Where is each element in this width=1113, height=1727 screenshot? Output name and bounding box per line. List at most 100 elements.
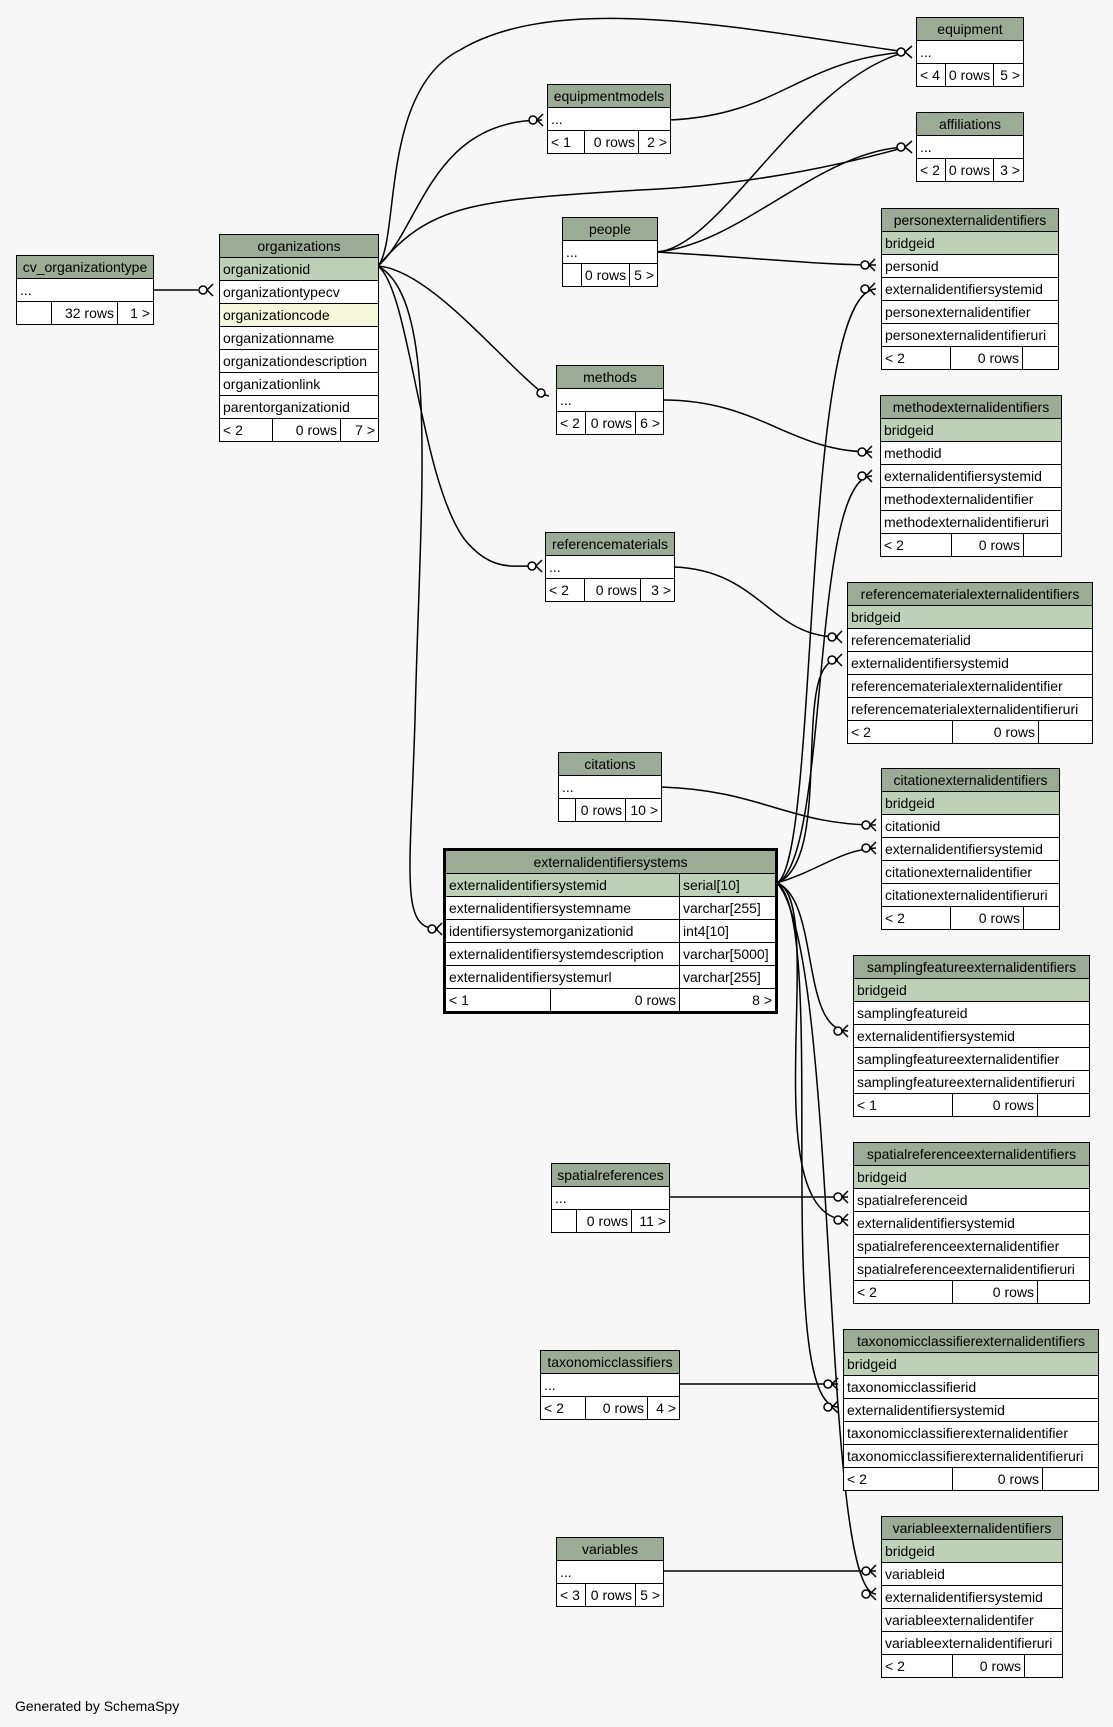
column-row: ... — [917, 41, 1023, 64]
table-footer: < 2 0 rows — [848, 721, 1092, 743]
table-header[interactable]: variables — [557, 1538, 663, 1561]
table-methods[interactable]: methods ... < 2 0 rows 6 > — [556, 365, 664, 435]
table-header[interactable]: taxonomicclassifiers — [541, 1351, 679, 1374]
table-organizations[interactable]: organizations organizationid organizatio… — [219, 234, 379, 442]
column-row: organizationid — [220, 258, 378, 281]
table-referencematerialexternalidentifiers[interactable]: referencematerialexternalidentifiers bri… — [847, 582, 1093, 744]
table-header[interactable]: equipment — [917, 18, 1023, 41]
column-row: ... — [559, 776, 661, 799]
table-cv-organizationtype[interactable]: cv_organizationtype ... 32 rows 1 > — [16, 255, 154, 325]
column-row: externalidentifiersystemid — [882, 278, 1058, 301]
table-header[interactable]: methods — [557, 366, 663, 389]
table-header[interactable]: affiliations — [917, 113, 1023, 136]
column-row: externalidentifiersystemid — [882, 838, 1059, 861]
column-row: ... — [557, 389, 663, 412]
table-footer: < 1 0 rows 8 > — [446, 989, 775, 1011]
column-row: externalidentifiersystemid — [881, 465, 1061, 488]
table-variableexternalidentifiers[interactable]: variableexternalidentifiers bridgeid var… — [881, 1516, 1063, 1678]
table-citationexternalidentifiers[interactable]: citationexternalidentifiers bridgeid cit… — [881, 768, 1060, 930]
table-footer: < 1 0 rows — [854, 1094, 1089, 1116]
table-variables[interactable]: variables ... < 3 0 rows 5 > — [556, 1537, 664, 1607]
table-spatialreferenceexternalidentifiers[interactable]: spatialreferenceexternalidentifiers brid… — [853, 1142, 1090, 1304]
table-header[interactable]: cv_organizationtype — [17, 256, 153, 279]
table-header[interactable]: methodexternalidentifiers — [881, 396, 1061, 419]
column-row: organizationcode — [220, 304, 378, 327]
column-row: ... — [546, 556, 674, 579]
column-row: externalidentifiersystemid — [848, 652, 1092, 675]
column-row: bridgeid — [881, 419, 1061, 442]
table-footer: 0 rows 5 > — [563, 264, 657, 286]
table-header[interactable]: referencematerials — [546, 533, 674, 556]
column-row: externalidentifiersystemid — [854, 1025, 1089, 1048]
table-header[interactable]: personexternalidentifiers — [882, 209, 1058, 232]
table-footer: 32 rows 1 > — [17, 302, 153, 324]
table-samplingfeatureexternalidentifiers[interactable]: samplingfeatureexternalidentifiers bridg… — [853, 955, 1090, 1117]
column-row: organizationtypecv — [220, 281, 378, 304]
table-header[interactable]: spatialreferenceexternalidentifiers — [854, 1143, 1089, 1166]
table-footer: < 2 0 rows — [881, 534, 1061, 556]
table-taxonomicclassifierexternalidentifiers[interactable]: taxonomicclassifierexternalidentifiers b… — [843, 1329, 1099, 1491]
column-row: taxonomicclassifierexternalidentifier — [844, 1422, 1098, 1445]
table-referencematerials[interactable]: referencematerials ... < 2 0 rows 3 > — [545, 532, 675, 602]
column-row: externalidentifiersystemid — [854, 1212, 1089, 1235]
column-row: bridgeid — [882, 232, 1058, 255]
table-header[interactable]: externalidentifiersystems — [446, 851, 775, 874]
table-header[interactable]: samplingfeatureexternalidentifiers — [854, 956, 1089, 979]
table-header[interactable]: variableexternalidentifiers — [882, 1517, 1062, 1540]
column-row: methodexternalidentifier — [881, 488, 1061, 511]
column-row: ... — [552, 1187, 669, 1210]
column-row: ... — [563, 241, 657, 264]
table-spatialreferences[interactable]: spatialreferences ... 0 rows 11 > — [551, 1163, 670, 1233]
table-header[interactable]: referencematerialexternalidentifiers — [848, 583, 1092, 606]
table-header[interactable]: spatialreferences — [552, 1164, 669, 1187]
table-header[interactable]: citations — [559, 753, 661, 776]
column-row: referencematerialid — [848, 629, 1092, 652]
column-row: bridgeid — [882, 792, 1059, 815]
column-row: personid — [882, 255, 1058, 278]
table-header[interactable]: organizations — [220, 235, 378, 258]
column-row: taxonomicclassifierexternalidentifieruri — [844, 1445, 1098, 1468]
column-row: bridgeid — [848, 606, 1092, 629]
table-footer: 0 rows 11 > — [552, 1210, 669, 1232]
table-footer: < 2 0 rows — [844, 1468, 1098, 1490]
table-taxonomicclassifiers[interactable]: taxonomicclassifiers ... < 2 0 rows 4 > — [540, 1350, 680, 1420]
table-equipment[interactable]: equipment ... < 4 0 rows 5 > — [916, 17, 1024, 87]
column-row: ... — [548, 108, 670, 131]
table-header[interactable]: people — [563, 218, 657, 241]
column-row: citationexternalidentifier — [882, 861, 1059, 884]
table-footer: < 2 0 rows — [882, 907, 1059, 929]
table-footer: < 2 0 rows — [882, 347, 1058, 369]
table-header[interactable]: taxonomicclassifierexternalidentifiers — [844, 1330, 1098, 1353]
column-row: organizationdescription — [220, 350, 378, 373]
column-row: samplingfeatureexternalidentifieruri — [854, 1071, 1089, 1094]
column-row: spatialreferenceid — [854, 1189, 1089, 1212]
table-header[interactable]: citationexternalidentifiers — [882, 769, 1059, 792]
table-methodexternalidentifiers[interactable]: methodexternalidentifiers bridgeid metho… — [880, 395, 1062, 557]
column-row: spatialreferenceexternalidentifier — [854, 1235, 1089, 1258]
column-row: externalidentifiersystemid — [882, 1586, 1062, 1609]
column-row: taxonomicclassifierid — [844, 1376, 1098, 1399]
column-row: organizationname — [220, 327, 378, 350]
column-row: referencematerialexternalidentifier — [848, 675, 1092, 698]
table-personexternalidentifiers[interactable]: personexternalidentifiers bridgeid perso… — [881, 208, 1059, 370]
table-header[interactable]: equipmentmodels — [548, 85, 670, 108]
table-equipmentmodels[interactable]: equipmentmodels ... < 1 0 rows 2 > — [547, 84, 671, 154]
column-row: methodexternalidentifieruri — [881, 511, 1061, 534]
column-row: bridgeid — [854, 1166, 1089, 1189]
table-affiliations[interactable]: affiliations ... < 2 0 rows 3 > — [916, 112, 1024, 182]
column-row: personexternalidentifier — [882, 301, 1058, 324]
table-people[interactable]: people ... 0 rows 5 > — [562, 217, 658, 287]
table-citations[interactable]: citations ... 0 rows 10 > — [558, 752, 662, 822]
column-row: ... — [541, 1374, 679, 1397]
table-externalidentifiersystems[interactable]: externalidentifiersystems externalidenti… — [443, 848, 778, 1014]
table-footer: < 2 0 rows 6 > — [557, 412, 663, 434]
table-footer: < 4 0 rows 5 > — [917, 64, 1023, 86]
column-row: bridgeid — [882, 1540, 1062, 1563]
table-footer: < 2 0 rows 3 > — [546, 579, 674, 601]
